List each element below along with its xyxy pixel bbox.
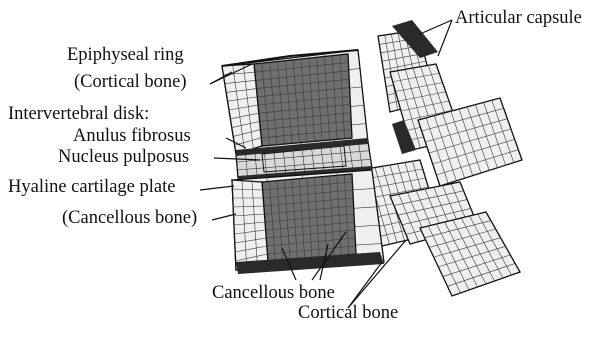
label-intervertebral-disk: Intervertebral disk: <box>8 105 149 124</box>
label-epiphyseal-ring: Epiphyseal ring <box>67 46 184 65</box>
label-cortical-bone: Cortical bone <box>298 304 398 323</box>
upper-cancellous-core <box>254 54 352 146</box>
lower-spinous-process-outline <box>420 212 520 296</box>
label-hyaline-material: (Cancellous bone) <box>62 209 197 228</box>
label-anulus-fibrosus: Anulus fibrosus <box>73 127 191 146</box>
label-hyaline-cartilage-plate: Hyaline cartilage plate <box>8 178 175 197</box>
label-nucleus-pulposus: Nucleus pulposus <box>58 148 189 167</box>
label-epiphyseal-ring-material: (Cortical bone) <box>74 73 187 92</box>
lower-spinous-process <box>420 212 520 296</box>
leader-line <box>212 214 236 220</box>
lower-cancellous-core <box>262 174 356 262</box>
upper-cancellous-core-outline <box>254 54 352 146</box>
lower-epiphyseal-ring-outline <box>232 180 268 270</box>
label-cancellous-bone: Cancellous bone <box>212 284 335 303</box>
lower-epiphyseal-ring <box>232 180 268 270</box>
leader-line <box>200 186 234 190</box>
label-articular-capsule: Articular capsule <box>455 9 582 28</box>
